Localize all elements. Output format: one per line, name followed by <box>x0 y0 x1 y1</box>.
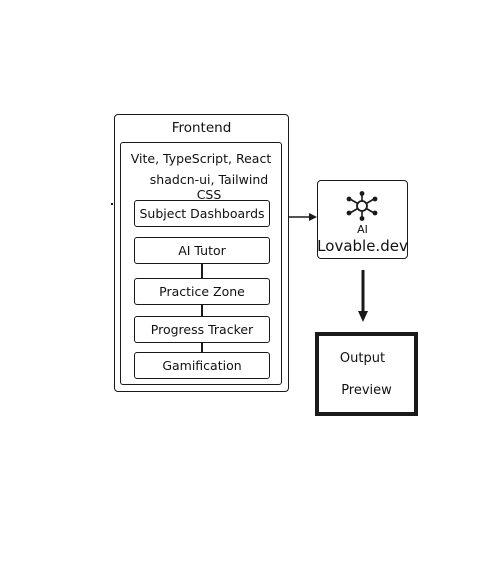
edge-tick <box>111 203 113 205</box>
frontend-container <box>114 114 289 392</box>
network-hub-icon <box>346 191 378 221</box>
ai-brand: Lovable.dev <box>317 237 408 255</box>
ai-service-box <box>317 180 408 259</box>
ai-label: AI <box>357 223 368 236</box>
module-progress-tracker: Progress Tracker <box>134 316 270 343</box>
module-ai-tutor: AI Tutor <box>134 237 270 264</box>
module-connector <box>201 264 203 278</box>
arrow-frontend-to-ai <box>289 213 317 221</box>
frontend-inner-panel <box>120 142 282 385</box>
module-connector <box>201 305 203 316</box>
output-preview-box <box>315 332 418 416</box>
module-subject-dashboards: Subject Dashboards <box>134 200 270 227</box>
frontend-title: Frontend <box>171 120 232 136</box>
arrow-ai-to-output <box>358 270 368 322</box>
module-connector <box>201 342 203 352</box>
module-practice-zone: Practice Zone <box>134 278 270 305</box>
stack-line-build: Vite, TypeScript, React <box>130 151 272 166</box>
output-label: Output <box>339 351 386 366</box>
stack-line-ui: shadcn-ui, Tailwind CSS <box>149 172 269 202</box>
module-gamification: Gamification <box>134 352 270 379</box>
preview-label: Preview <box>341 383 392 398</box>
